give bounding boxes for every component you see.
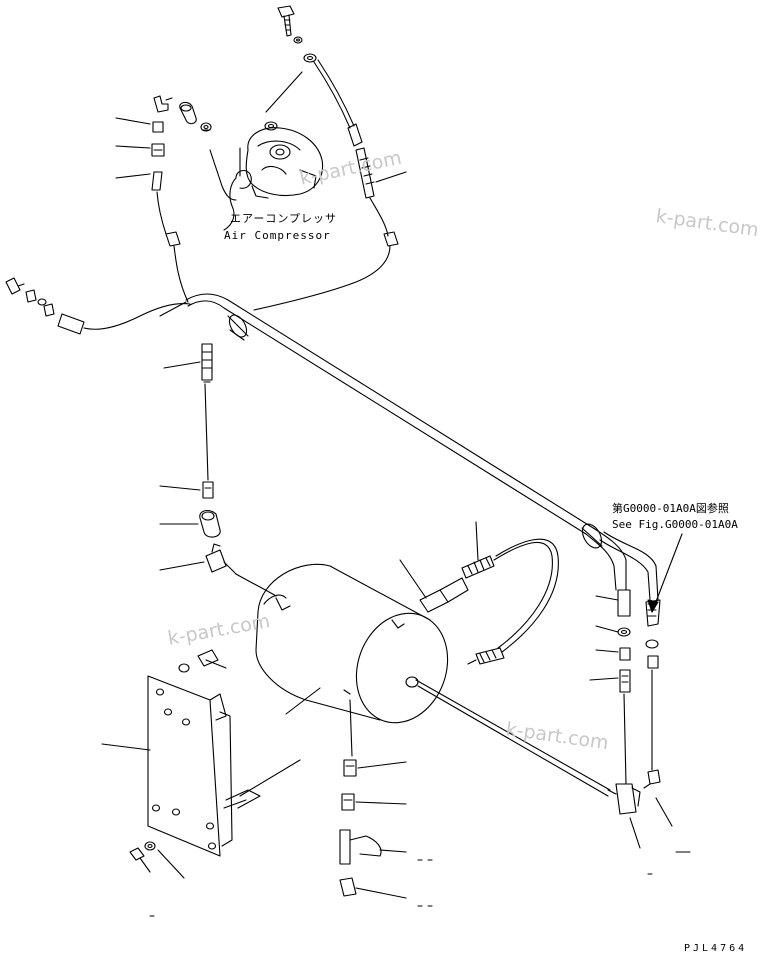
- drawing-code: PJL4764: [684, 943, 748, 954]
- compressor-outlet-pipe: [209, 149, 237, 231]
- pipe-clamp-lower: [581, 523, 603, 549]
- air-compressor-label-jp: エアーコンプレッサ: [230, 212, 338, 225]
- tank-bracket: [129, 649, 301, 861]
- drain-valve-parts: [339, 699, 382, 897]
- pipe-clamp-upper: [227, 314, 249, 341]
- air-compressor: [235, 121, 324, 199]
- main-air-pipe: [185, 293, 659, 601]
- air-compressor-label-en: Air Compressor: [224, 229, 331, 242]
- see-fig-label-en: See Fig.G0000-01A0A: [612, 518, 738, 531]
- tank-hose: [419, 538, 559, 665]
- reference-arrowhead: [647, 599, 659, 613]
- left-inlet-fittings: [5, 277, 191, 335]
- callout-ticks: [149, 851, 691, 917]
- compressor-fittings-left: [151, 95, 212, 303]
- compressor-bolt: [277, 5, 317, 63]
- compressor-hose: [253, 59, 399, 311]
- see-fig-label-jp: 第G0000-01A0A図参照: [612, 502, 729, 515]
- leader-lines: [101, 71, 683, 899]
- air-tank: [255, 563, 611, 797]
- right-side-lines: [607, 589, 661, 815]
- left-drain-line: [199, 343, 277, 597]
